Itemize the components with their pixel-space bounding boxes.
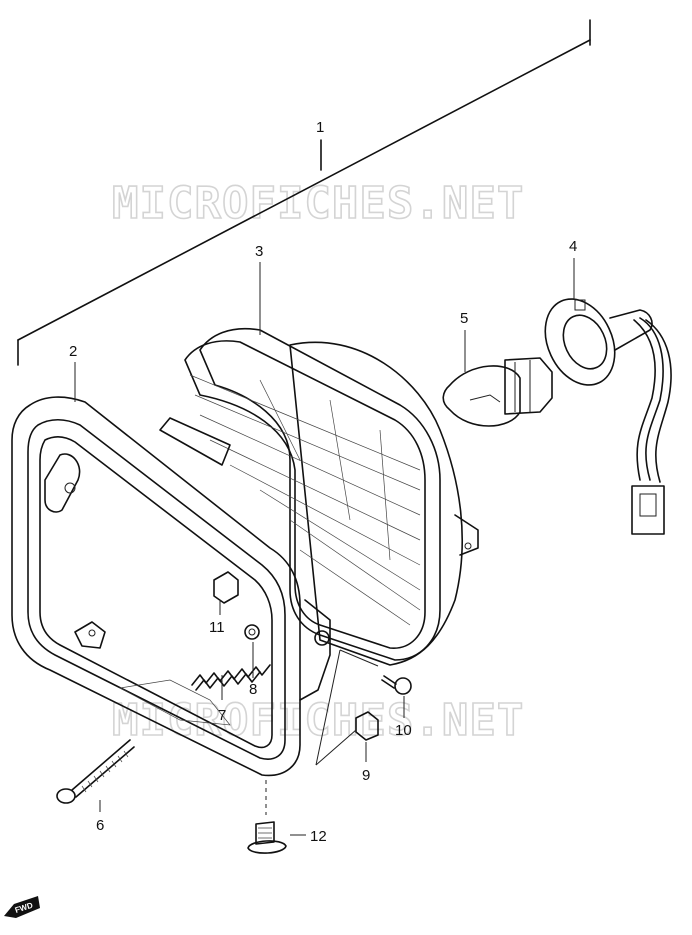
headlight-unit [159,327,479,701]
fwd-arrow-icon: FWD [4,896,40,918]
callout-4: 4 [569,238,577,255]
callout-3: 3 [255,243,263,260]
headlight-rim [11,396,301,777]
assembly-bracket [17,19,591,366]
callout-12: 12 [310,828,327,845]
callout-5: 5 [460,310,468,327]
callout-11: 11 [209,619,225,636]
spring [191,664,271,691]
bulb-socket [544,298,672,535]
clip [213,571,239,604]
nut [355,711,379,741]
callout-6: 6 [96,817,104,834]
watermark-top: MICROFICHES.NET [112,178,524,229]
callout-9: 9 [362,767,370,784]
washer [244,624,260,640]
callout-2: 2 [69,343,77,360]
callout-1: 1 [316,119,324,136]
small-screw [381,675,412,695]
callout-10: 10 [395,722,412,739]
callout-8: 8 [249,681,257,698]
watermark-bottom: MICROFICHES.NET [112,695,524,746]
long-screw [56,739,135,804]
leader-lines [74,258,575,836]
bolt [247,821,287,854]
bulb [442,357,553,427]
callout-7: 7 [218,707,226,724]
